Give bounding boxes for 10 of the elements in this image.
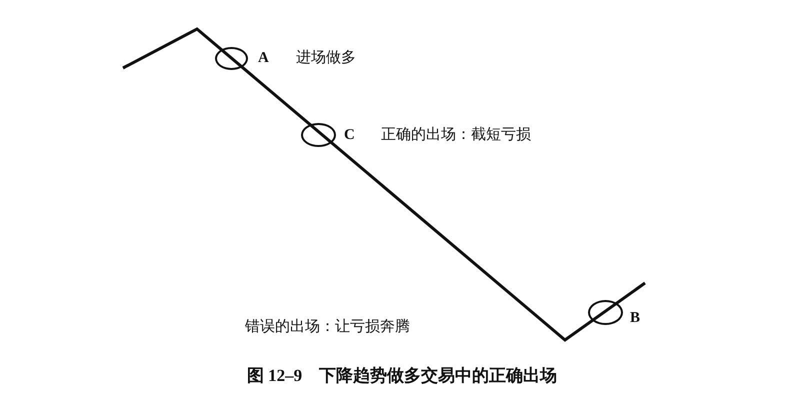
point-letter: C (344, 126, 355, 144)
point-label: 进场做多 (296, 49, 356, 67)
point-label: 正确的出场：截短亏损 (381, 126, 531, 144)
point-letter: B (630, 309, 640, 327)
marker-ellipse (588, 300, 623, 325)
figure-caption: 图 12–9 下降趋势做多交易中的正确出场 (246, 365, 558, 387)
marker-ellipse (215, 47, 248, 70)
note-text: 错误的出场：让亏损奔腾 (245, 318, 410, 336)
point-letter: A (258, 49, 269, 67)
marker-ellipse (301, 123, 336, 147)
